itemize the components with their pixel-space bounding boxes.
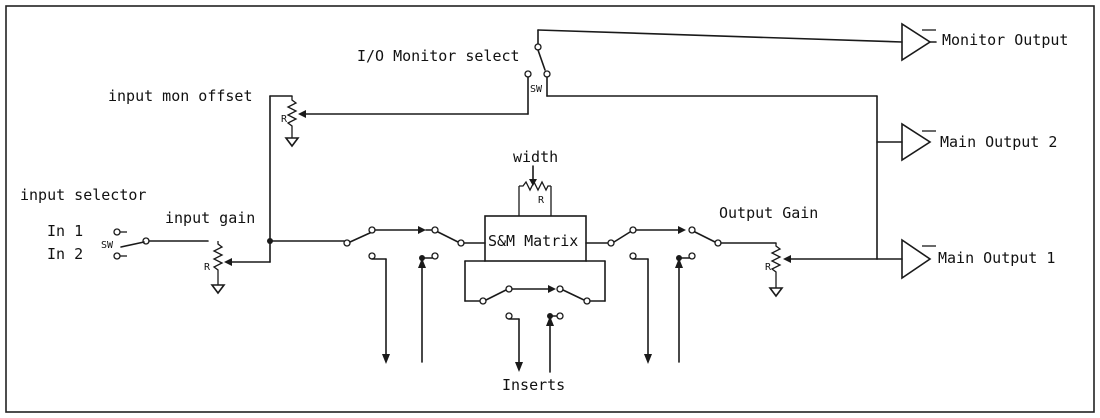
label-monitor-output: Monitor Output: [942, 31, 1068, 49]
output-gain-pot: [768, 243, 878, 298]
input-gain-pot: [210, 240, 271, 295]
label-input-selector: input selector: [20, 186, 146, 204]
sw-mark-input: SW: [101, 240, 114, 251]
input-mon-offset-pot: [269, 95, 529, 242]
insert-switch-a: [343, 226, 486, 364]
label-input-gain: input gain: [165, 209, 255, 227]
label-in2: In 2: [47, 245, 83, 263]
r-mark-output-gain: R: [765, 262, 772, 273]
label-main-output-1: Main Output 1: [938, 249, 1055, 267]
sm-matrix: S&M Matrix: [484, 215, 587, 262]
io-monitor-switch: [524, 29, 903, 115]
input-selector-switch: [113, 228, 209, 260]
label-output-gain: Output Gain: [719, 204, 818, 222]
label-inserts: Inserts: [502, 376, 565, 394]
label-input-mon-offset: input mon offset: [108, 87, 253, 105]
main-output-bus: [876, 95, 903, 260]
sw-mark-monitor: SW: [530, 84, 543, 95]
width-pot: [518, 165, 552, 216]
junction-node: [267, 238, 273, 244]
label-main-output-2: Main Output 2: [940, 133, 1057, 151]
insert-switch-c: [585, 226, 777, 364]
sm-matrix-label: S&M Matrix: [488, 232, 578, 250]
r-mark-input-gain: R: [204, 262, 211, 273]
r-mark-mon-offset: R: [281, 114, 288, 125]
label-io-monitor-select: I/O Monitor select: [357, 47, 520, 65]
insert-switch-b: [464, 260, 606, 373]
r-mark-width: R: [538, 195, 545, 206]
label-width: width: [513, 148, 558, 166]
label-in1: In 1: [47, 222, 83, 240]
